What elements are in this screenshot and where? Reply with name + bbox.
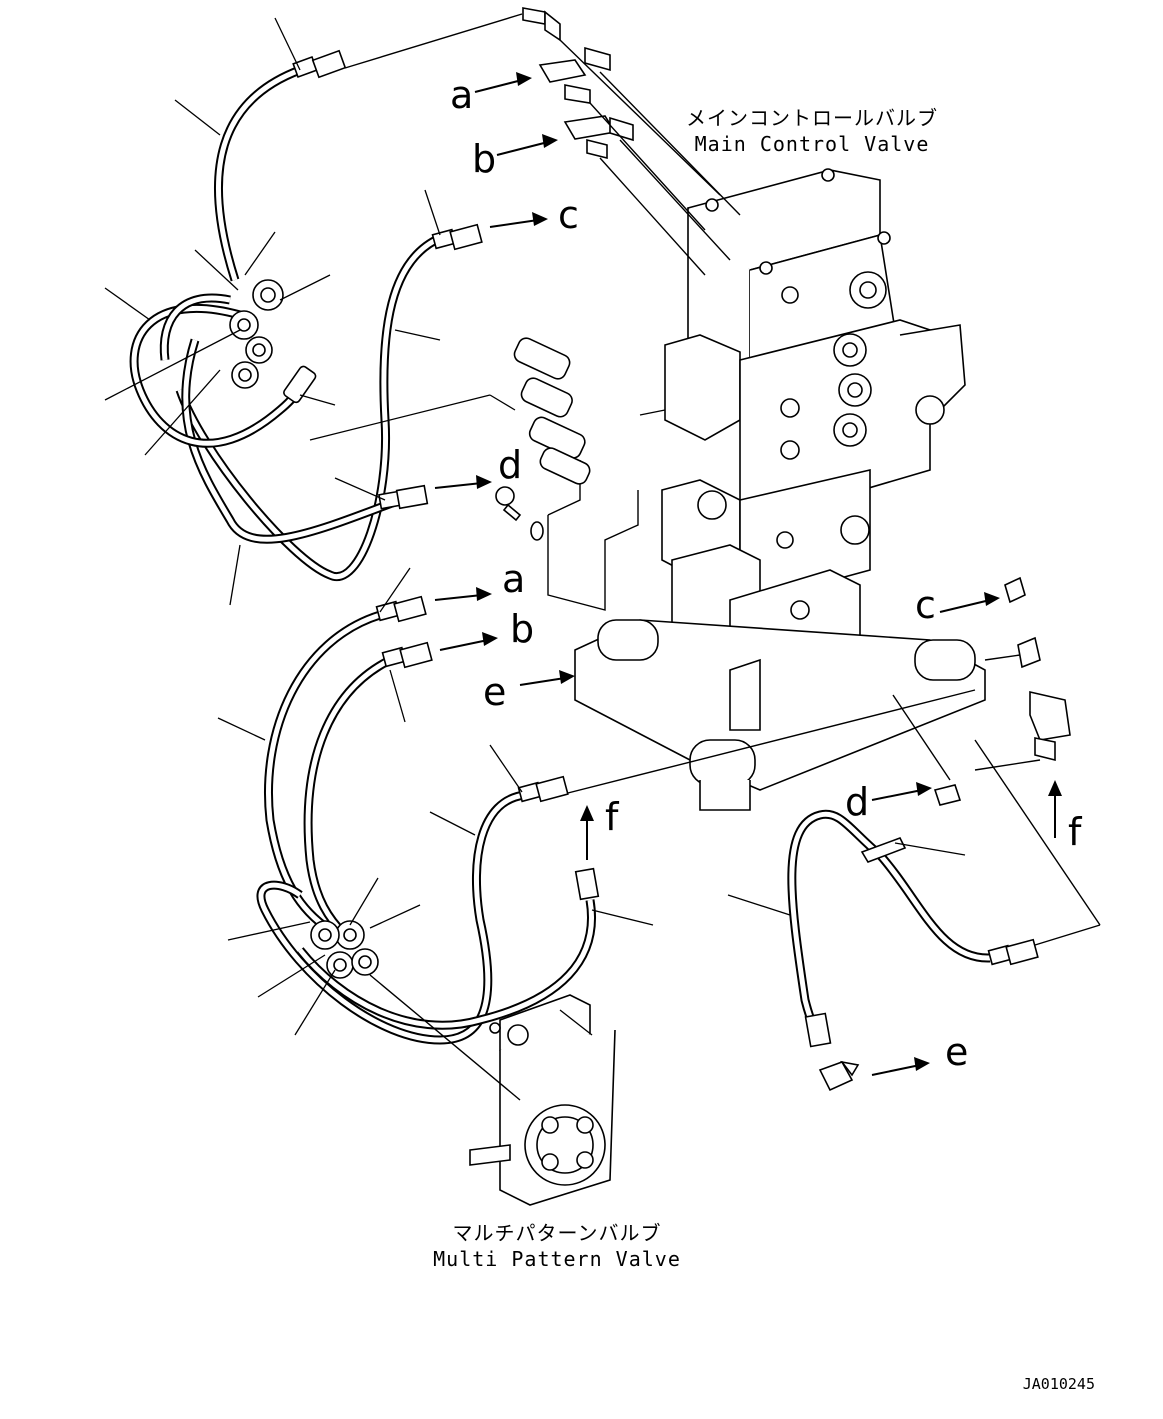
arrow-icon: [871, 789, 923, 801]
arrow-icon: [871, 1064, 921, 1076]
arrow-icon: [496, 141, 549, 156]
arrow-icon: [519, 677, 566, 686]
arrow-icon: [434, 594, 483, 601]
letter-d-low: d: [845, 780, 869, 824]
arrow-icon: [439, 639, 489, 651]
top-fittings: [344, 7, 741, 276]
leader-lines: [104, 17, 966, 1036]
multi-valve-title-jp: マルチパターンバルブ: [453, 1221, 662, 1245]
letter-e-low: e: [945, 1030, 968, 1074]
connection-arrows: [434, 72, 1062, 1076]
main-control-valve: [574, 168, 986, 811]
letter-b-mid: b: [510, 607, 534, 651]
arrow-icon: [489, 219, 539, 228]
main-valve-title-en: Main Control Valve: [695, 132, 930, 156]
letter-d-mid: d: [498, 443, 522, 487]
lower-hose-group: [256, 595, 1039, 1048]
letter-b-top: b: [472, 137, 496, 181]
letter-f-mid: f: [605, 795, 620, 839]
right-fittings: [559, 576, 1101, 1092]
solenoid-block: [513, 337, 591, 485]
component-titles: メインコントロールバルブ Main Control Valve マルチパターンバ…: [433, 106, 1095, 1393]
document-number: JA010245: [1023, 1375, 1095, 1393]
letter-f-right: f: [1068, 810, 1083, 854]
multi-pattern-valve: [369, 974, 616, 1206]
arrow-icon: [939, 599, 991, 613]
upper-hose-group: [129, 49, 483, 582]
multi-valve-title-en: Multi Pattern Valve: [433, 1247, 681, 1271]
main-valve-title-jp: メインコントロールバルブ: [686, 106, 938, 130]
letter-a-top: a: [450, 73, 473, 117]
letter-e-left: e: [483, 670, 506, 714]
letter-a-mid: a: [502, 557, 525, 601]
arrow-icon: [434, 482, 483, 489]
connection-letters: a b c d a b c e f d f e: [450, 73, 1083, 1074]
letter-c-top: c: [558, 193, 579, 237]
letter-c-right: c: [915, 583, 936, 627]
arrow-icon: [474, 79, 523, 93]
